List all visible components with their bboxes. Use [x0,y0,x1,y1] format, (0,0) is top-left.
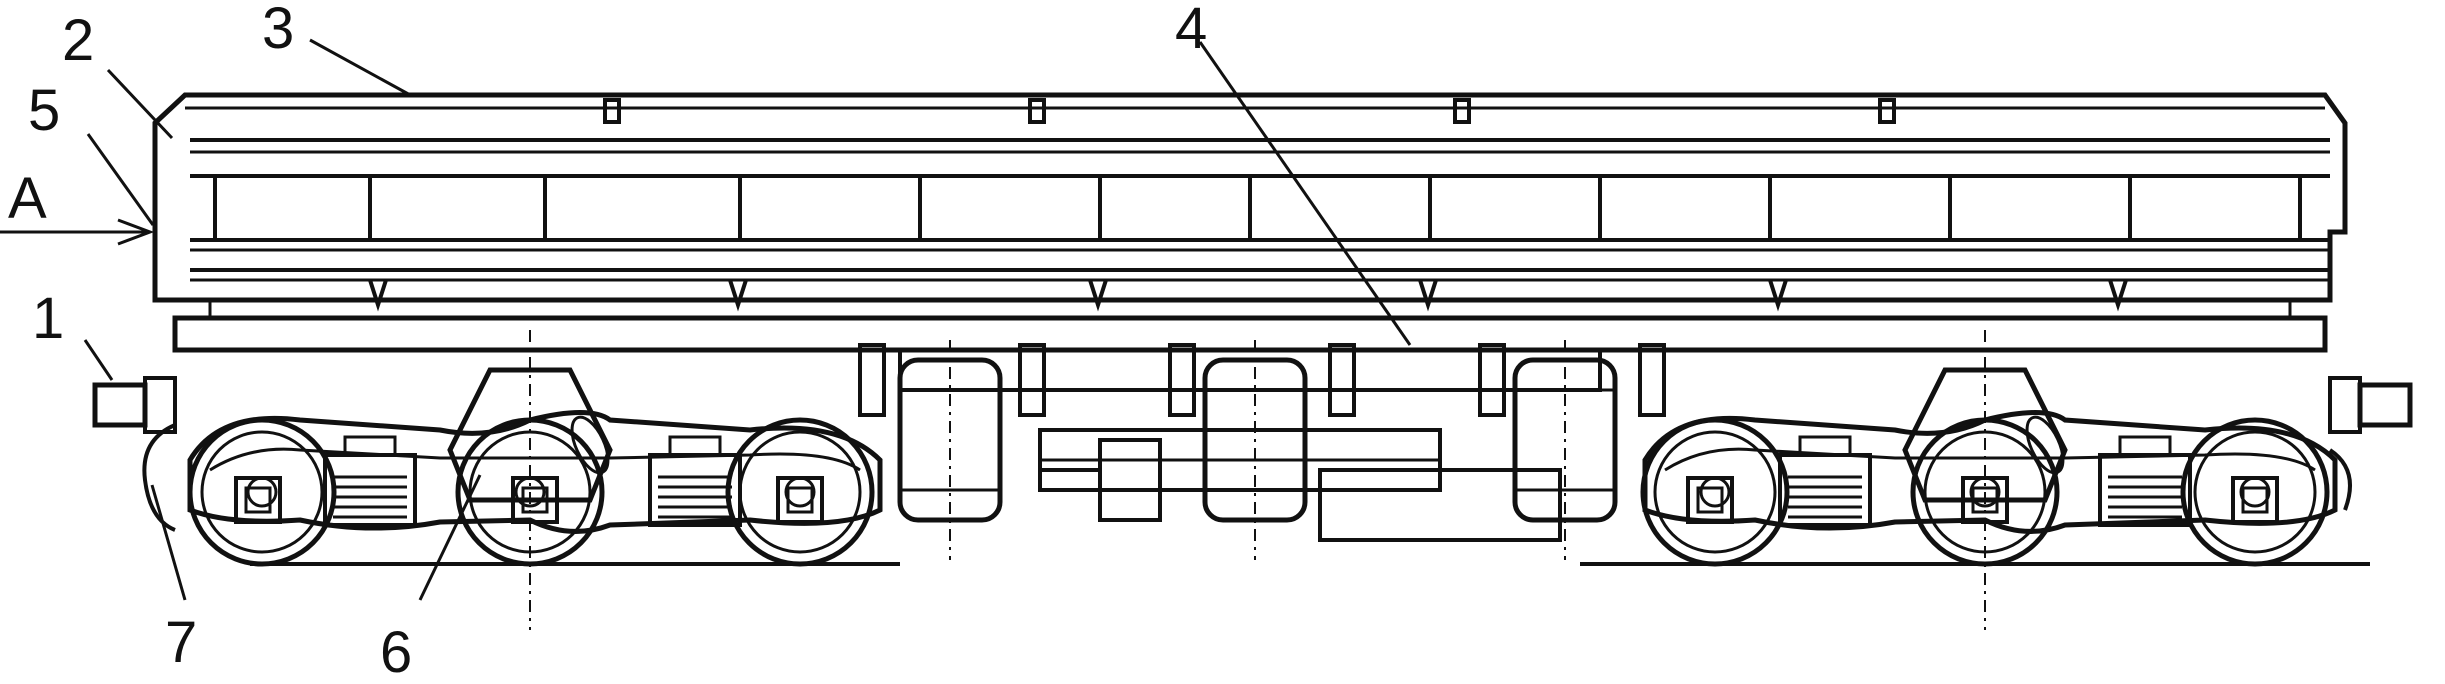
underframe [172,298,2328,542]
label-3: 3 [262,0,294,61]
leader-lines [83,38,1412,601]
label-2: 2 [62,8,94,73]
label-5: 5 [28,78,60,143]
label-6: 6 [380,620,412,684]
label-7: 7 [165,610,197,675]
label-1: 1 [32,286,64,351]
bogie-right [1643,330,2335,630]
coupler-left [92,376,177,532]
label-a: A [8,166,47,231]
coupler-right [2328,376,2413,511]
bogie-left [190,330,880,630]
brake-cylinders [858,340,1666,560]
car-body [152,92,2348,312]
arrow-a [0,218,155,246]
label-4: 4 [1175,0,1207,61]
